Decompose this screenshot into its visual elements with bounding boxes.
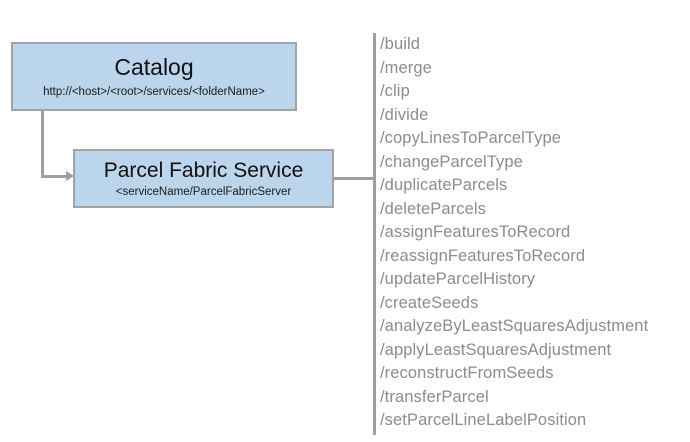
endpoint-item: /setParcelLineLabelPosition bbox=[380, 411, 587, 429]
endpoint-list: /build/merge/clip/divide/copyLinesToParc… bbox=[380, 33, 680, 433]
endpoint-item: /divide bbox=[380, 105, 429, 124]
connector-catalog-vertical bbox=[41, 110, 44, 178]
node-catalog-title: Catalog bbox=[114, 54, 194, 81]
endpoint-item: /deleteParcels bbox=[380, 199, 486, 218]
connector-catalog-horizontal bbox=[41, 175, 68, 178]
node-parcel-fabric-service: Parcel Fabric Service <serviceName/Parce… bbox=[73, 149, 334, 208]
node-catalog: Catalog http://<host>/<root>/services/<f… bbox=[11, 42, 297, 111]
node-parcel-fabric-service-path: <serviceName/ParcelFabricServer bbox=[115, 185, 292, 198]
endpoint-item: /duplicateParcels bbox=[380, 176, 508, 194]
endpoint-item: /createSeeds bbox=[380, 293, 479, 312]
endpoint-item: /assignFeaturesToRecord bbox=[380, 223, 571, 241]
node-catalog-url: http://<host>/<root>/services/<folderNam… bbox=[43, 86, 265, 99]
connector-service-to-endpoints bbox=[334, 177, 373, 180]
endpoint-item: /copyLinesToParcelType bbox=[380, 129, 562, 147]
endpoint-item: /analyzeByLeastSquaresAdjustment bbox=[380, 317, 649, 335]
endpoint-list-rail bbox=[373, 33, 376, 435]
endpoint-item: /merge bbox=[380, 58, 432, 77]
endpoint-item: /updateParcelHistory bbox=[380, 270, 536, 288]
node-parcel-fabric-service-title: Parcel Fabric Service bbox=[103, 158, 304, 182]
endpoint-item: /transferParcel bbox=[380, 387, 489, 406]
endpoint-item: /reassignFeaturesToRecord bbox=[380, 246, 586, 265]
endpoint-item: /build bbox=[380, 35, 421, 53]
endpoint-item: /reconstructFromSeeds bbox=[380, 364, 554, 382]
endpoint-item: /applyLeastSquaresAdjustment bbox=[380, 340, 612, 359]
endpoint-item: /clip bbox=[380, 82, 410, 100]
endpoint-item: /changeParcelType bbox=[380, 152, 523, 171]
connector-arrowhead-icon bbox=[66, 171, 74, 181]
